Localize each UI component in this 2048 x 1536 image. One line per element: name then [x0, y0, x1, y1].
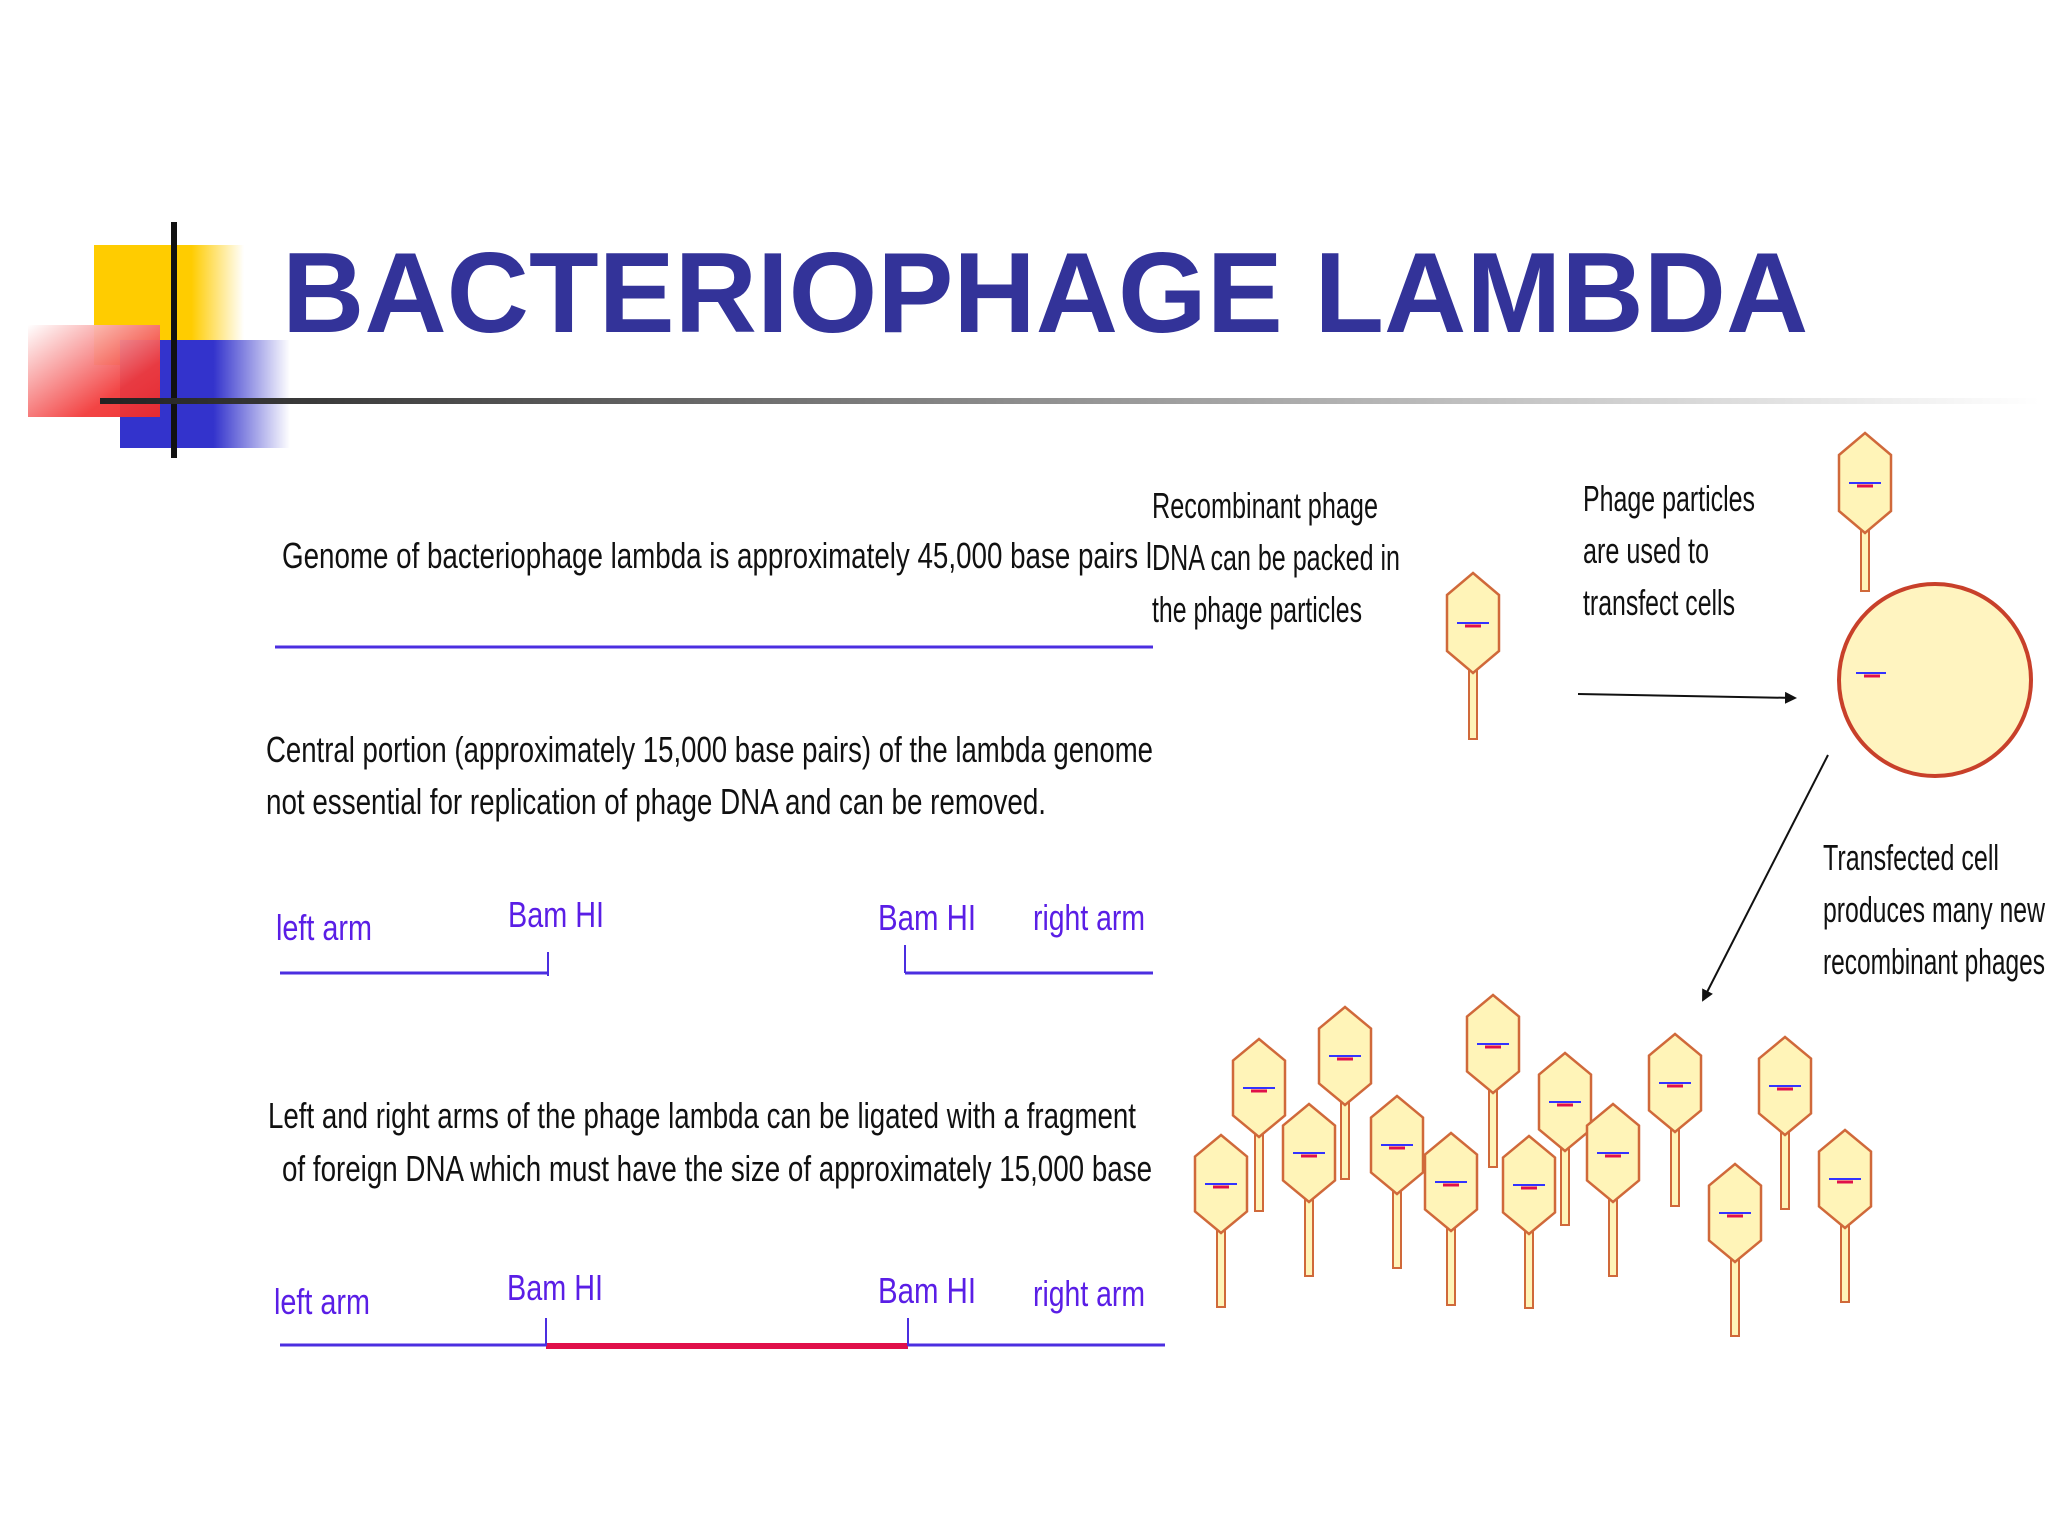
phage-icon: [1757, 1035, 1813, 1210]
left-arm-label: left arm: [274, 1281, 370, 1322]
phage-icon: [1537, 1051, 1593, 1226]
particles-text-3: transfect cells: [1583, 582, 1735, 623]
recombinant-text-1: Recombinant phage: [1152, 485, 1378, 526]
ligate-text-line1: Left and right arms of the phage lambda …: [268, 1095, 1136, 1136]
recombinant-text-2: DNA can be packed in: [1152, 537, 1400, 578]
page-title: BACTERIOPHAGE LAMBDA: [282, 230, 1808, 357]
phage-icon: [1585, 1102, 1641, 1277]
phage-icon: [1837, 431, 1893, 592]
phage-icon: [1423, 1131, 1479, 1306]
central-text-line2: not essential for replication of phage D…: [266, 781, 1046, 822]
phage-icon: [1281, 1102, 1337, 1277]
bamhi-right-label: Bam HI: [878, 897, 976, 938]
phage-group: [1193, 431, 1893, 1337]
phage-icon: [1647, 1032, 1703, 1207]
phage-icon: [1445, 571, 1501, 740]
arrow-icon: [1577, 691, 1797, 704]
ligate-text-line2: of foreign DNA which must have the size …: [282, 1148, 1152, 1189]
left-arm-label: left arm: [276, 907, 372, 948]
phage-icon: [1231, 1037, 1287, 1212]
right-arm-label: right arm: [1033, 1273, 1145, 1314]
transfected-text-3: recombinant phages: [1823, 941, 2045, 982]
title-rule: [100, 398, 2040, 404]
phage-icon: [1193, 1133, 1249, 1308]
bamhi-left-label: Bam HI: [508, 894, 604, 935]
phage-icon: [1317, 1005, 1373, 1180]
title-decoration: [28, 222, 290, 458]
bamhi-right-label: Bam HI: [878, 1270, 976, 1311]
phage-icon: [1501, 1134, 1557, 1309]
phage-icon: [1369, 1094, 1425, 1269]
vertical-bar: [171, 222, 177, 458]
phage-icon: [1707, 1162, 1763, 1337]
transfected-text-2: produces many new: [1823, 889, 2046, 930]
central-text-line1: Central portion (approximately 15,000 ba…: [266, 729, 1153, 770]
transfected-text-1: Transfected cell: [1823, 837, 1999, 878]
cell-icon: [1837, 582, 2033, 778]
arms-diagram-removed: left arm Bam HI Bam HI right arm: [276, 894, 1153, 976]
particles-text-1: Phage particles: [1583, 478, 1755, 519]
arms-diagram-ligated: left arm Bam HI Bam HI right arm: [274, 1267, 1165, 1349]
bamhi-left-label: Bam HI: [507, 1267, 603, 1308]
phage-icon: [1817, 1128, 1873, 1303]
genome-text: Genome of bacteriophage lambda is approx…: [282, 535, 1152, 576]
phage-icon: [1465, 993, 1521, 1168]
particles-text-2: are used to: [1583, 530, 1709, 571]
arrow-icon: [1702, 754, 1829, 1002]
right-arm-label: right arm: [1033, 897, 1145, 938]
recombinant-text-3: the phage particles: [1152, 589, 1362, 630]
